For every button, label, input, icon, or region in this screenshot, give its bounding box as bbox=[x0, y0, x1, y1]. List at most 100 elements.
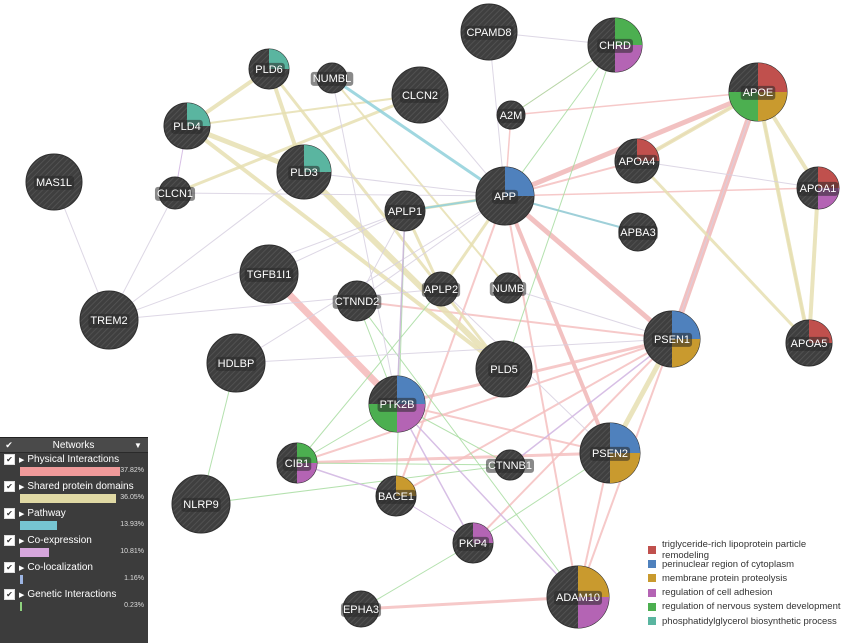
expand-arrow-icon[interactable]: ▶ bbox=[19, 591, 25, 599]
node-label: APP bbox=[494, 191, 516, 203]
node-clcn2[interactable]: CLCN2 bbox=[391, 66, 449, 124]
edge-numbl-numb bbox=[331, 77, 509, 289]
expand-arrow-icon[interactable]: ▶ bbox=[19, 483, 25, 491]
node-label: A2M bbox=[500, 110, 523, 122]
node-label: APOE bbox=[743, 87, 774, 99]
edge-trem2-aplp2 bbox=[108, 288, 442, 321]
node-label: PLD4 bbox=[173, 121, 201, 133]
node-epha3[interactable]: EPHA3 bbox=[340, 590, 382, 628]
node-app[interactable]: APP bbox=[475, 166, 535, 226]
node-trem2[interactable]: TREM2 bbox=[79, 290, 139, 350]
node-aplp2[interactable]: APLP2 bbox=[421, 271, 461, 307]
checkbox[interactable]: ✔ bbox=[4, 562, 15, 573]
edge-numbl-ptk2b bbox=[331, 77, 398, 405]
node-bace1[interactable]: BACE1 bbox=[375, 475, 417, 517]
network-weight-percent: 0.23% bbox=[124, 602, 144, 609]
network-weight-percent: 37.82% bbox=[120, 467, 144, 474]
edge-ctnnd2-adam10 bbox=[356, 300, 579, 598]
edge-ctnnb1-psen1 bbox=[509, 338, 673, 466]
node-psen1[interactable]: PSEN1 bbox=[643, 310, 701, 368]
node-numb[interactable]: NUMB bbox=[489, 272, 527, 304]
node-ctnnd2[interactable]: CTNND2 bbox=[332, 280, 382, 322]
node-adam10[interactable]: ADAM10 bbox=[546, 565, 610, 629]
legend-item: membrane protein proteolysis bbox=[648, 571, 848, 585]
legend-swatch bbox=[648, 588, 656, 597]
checkbox[interactable]: ✔ bbox=[4, 589, 15, 600]
node-apba3[interactable]: APBA3 bbox=[618, 212, 658, 252]
node-nlrp9[interactable]: NLRP9 bbox=[171, 474, 231, 534]
node-pld5[interactable]: PLD5 bbox=[475, 340, 533, 398]
edge-aplp1-ptk2b bbox=[396, 210, 406, 405]
node-psen2[interactable]: PSEN2 bbox=[579, 422, 641, 484]
expand-arrow-icon[interactable]: ▶ bbox=[19, 510, 25, 518]
node-label: APOA5 bbox=[791, 338, 828, 350]
node-ctnnb1[interactable]: CTNNB1 bbox=[485, 449, 535, 481]
function-legend: triglyceride-rich lipoprotein particle r… bbox=[648, 539, 848, 628]
network-weight-bar bbox=[20, 521, 57, 530]
node-mas1l[interactable]: MAS1L bbox=[25, 153, 83, 211]
node-label-background bbox=[651, 332, 693, 347]
expand-arrow-icon[interactable]: ▶ bbox=[19, 456, 25, 464]
edge-ctnnd2-app bbox=[356, 195, 506, 302]
node-pkp4[interactable]: PKP4 bbox=[452, 522, 494, 564]
node-tgfb1i1[interactable]: TGFB1I1 bbox=[239, 244, 299, 304]
legend-label: triglyceride-rich lipoprotein particle r… bbox=[662, 539, 807, 562]
node-label-background bbox=[171, 119, 203, 134]
node-ptk2b[interactable]: PTK2B bbox=[368, 375, 426, 433]
legend-label: phosphatidylglycerol biosynthetic proces… bbox=[662, 615, 837, 627]
expand-arrow-icon[interactable]: ▶ bbox=[19, 537, 25, 545]
node-apoa1[interactable]: APOA1 bbox=[796, 166, 840, 210]
node-label: CHRD bbox=[599, 40, 631, 52]
legend-label: membrane protein proteolysis bbox=[662, 572, 788, 584]
node-pld4[interactable]: PLD4 bbox=[163, 102, 211, 150]
node-aplp1[interactable]: APLP1 bbox=[384, 190, 426, 232]
checkbox[interactable]: ✔ bbox=[4, 535, 15, 546]
edge-chrd-app bbox=[504, 44, 616, 197]
node-numbl[interactable]: NUMBL bbox=[310, 62, 354, 94]
chevron-down-icon[interactable]: ▼ bbox=[134, 440, 142, 450]
node-label: PSEN1 bbox=[654, 334, 690, 346]
edge-psen1-pkp4 bbox=[472, 338, 673, 544]
node-apoa4[interactable]: APOA4 bbox=[614, 138, 660, 184]
legend-label: regulation of cell adhesion bbox=[662, 587, 773, 599]
edge-aplp2-cib1 bbox=[296, 288, 442, 464]
node-hdlbp[interactable]: HDLBP bbox=[206, 333, 266, 393]
network-weight-percent: 13.93% bbox=[120, 521, 144, 528]
node-label-background bbox=[497, 108, 525, 123]
node-apoe[interactable]: APOE bbox=[728, 62, 788, 122]
edge-psen1-bace1 bbox=[395, 338, 673, 497]
node-label-background bbox=[154, 186, 196, 201]
node-pld6[interactable]: PLD6 bbox=[248, 48, 290, 90]
node-apoa5[interactable]: APOA5 bbox=[785, 319, 833, 367]
node-clcn1[interactable]: CLCN1 bbox=[154, 176, 196, 210]
edge-apoa4-apoa1 bbox=[636, 160, 819, 189]
expand-arrow-icon[interactable]: ▶ bbox=[19, 564, 25, 572]
networks-panel-header[interactable]: ✔ Networks ▼ bbox=[0, 438, 148, 453]
check-icon[interactable]: ✔ bbox=[5, 439, 13, 450]
checkbox[interactable]: ✔ bbox=[4, 508, 15, 519]
checkbox[interactable]: ✔ bbox=[4, 454, 15, 465]
node-label-background bbox=[616, 154, 658, 169]
node-label: APLP2 bbox=[424, 284, 458, 296]
node-pld3[interactable]: PLD3 bbox=[276, 144, 332, 200]
node-label: APOA1 bbox=[800, 183, 837, 195]
node-label-background bbox=[215, 356, 257, 371]
node-cpamd8[interactable]: CPAMD8 bbox=[460, 3, 518, 61]
node-chrd[interactable]: CHRD bbox=[587, 17, 643, 73]
edge-trem2-pld3 bbox=[108, 171, 305, 321]
checkbox[interactable]: ✔ bbox=[4, 481, 15, 492]
node-label-background bbox=[797, 181, 839, 196]
node-label: APBA3 bbox=[620, 227, 655, 239]
node-label: NUMB bbox=[492, 283, 524, 295]
node-label: PSEN2 bbox=[592, 448, 628, 460]
node-a2m[interactable]: A2M bbox=[496, 100, 526, 130]
node-label-background bbox=[310, 71, 354, 86]
node-cib1[interactable]: CIB1 bbox=[276, 442, 318, 484]
